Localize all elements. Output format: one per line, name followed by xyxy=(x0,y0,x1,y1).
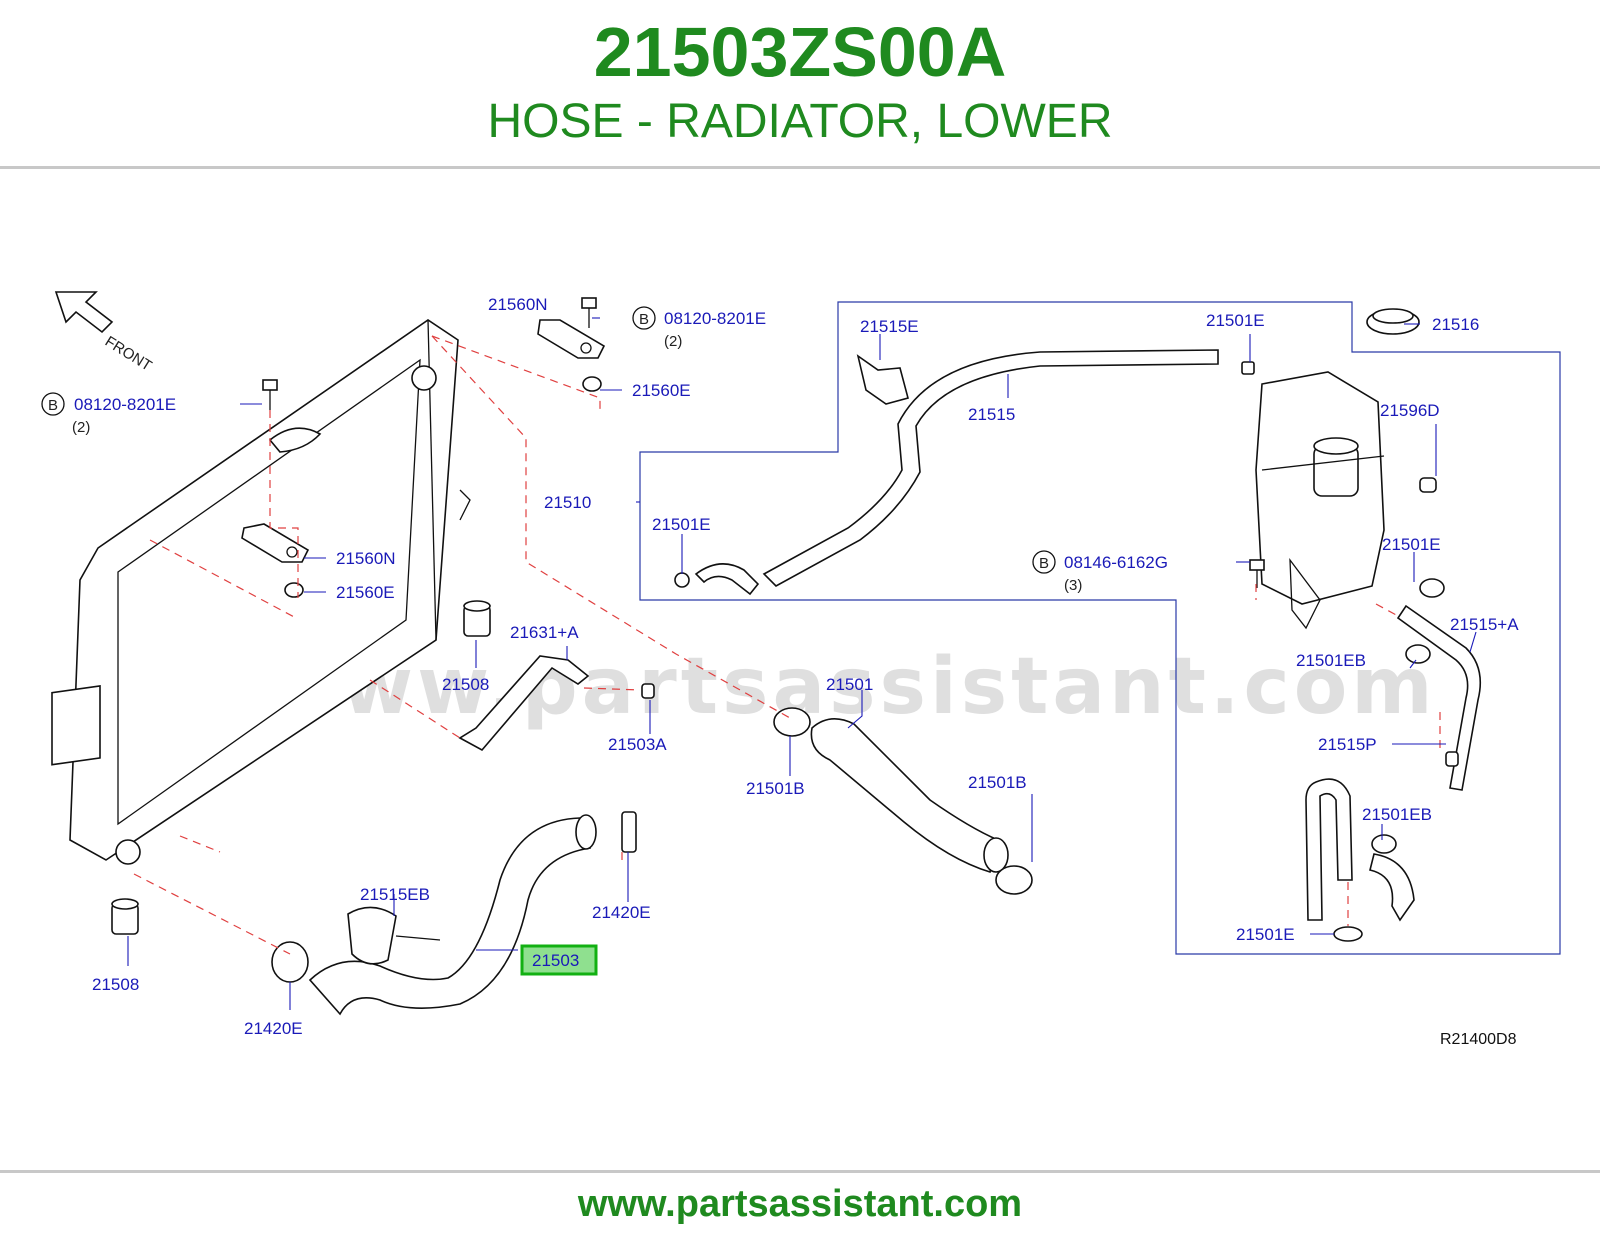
bolt-marker-left-letter: B xyxy=(48,397,58,414)
highlight-box-21503 xyxy=(520,944,598,976)
callout-21515P[interactable]: 21515P xyxy=(1318,735,1377,754)
hose-21501-upper-illustration xyxy=(810,718,1009,874)
bolt-marker-right-letter: B xyxy=(1039,555,1049,572)
cap-21596D-icon xyxy=(1419,477,1437,493)
front-label: FRONT xyxy=(102,333,155,375)
clamp-21515E-icon xyxy=(856,354,909,405)
grommet-21560E-top-icon xyxy=(582,376,602,392)
callout-21501EB-right[interactable]: 21501EB xyxy=(1296,651,1366,670)
callout-08120-qty-top: (2) xyxy=(664,333,682,350)
part-name-subtitle: HOSE - RADIATOR, LOWER xyxy=(487,95,1113,148)
clamp-21501B-right-icon xyxy=(995,865,1033,895)
callout-21501B-right[interactable]: 21501B xyxy=(968,773,1027,792)
callout-21508-top[interactable]: 21508 xyxy=(442,675,489,694)
bolt-08146-icon xyxy=(1249,559,1265,588)
callout-21515[interactable]: 21515 xyxy=(968,405,1015,424)
callout-21515A[interactable]: 21515+A xyxy=(1450,615,1519,634)
callout-21560E-top[interactable]: 21560E xyxy=(632,381,691,400)
callout-21510[interactable]: 21510 xyxy=(544,493,591,512)
footer-website-link[interactable]: www.partsassistant.com xyxy=(577,1183,1023,1225)
callout-21501E-top[interactable]: 21501E xyxy=(1206,311,1265,330)
callout-21508-bottom[interactable]: 21508 xyxy=(92,975,139,994)
hose-21631A-illustration xyxy=(458,655,590,752)
clamp-21515EB-icon xyxy=(347,906,441,965)
clamp-21501EB-right-icon xyxy=(1405,644,1431,664)
watermark-text: www.partsassistant.com xyxy=(265,642,1437,732)
callout-21501[interactable]: 21501 xyxy=(826,675,873,694)
bracket-21560N-mid-illustration xyxy=(241,523,310,563)
clamp-21501EB-low-icon xyxy=(1371,834,1397,854)
callout-21420E-left[interactable]: 21420E xyxy=(244,1019,303,1038)
bolt-left-icon xyxy=(262,379,278,410)
clip-21503A-icon xyxy=(641,683,655,699)
clip-21515P-icon xyxy=(1445,751,1459,767)
reservoir-tank-illustration xyxy=(1255,371,1385,630)
callout-21503-highlighted[interactable]: 21503 xyxy=(532,951,579,970)
mount-21508-bottom-illustration xyxy=(111,898,139,935)
clamp-21501E-right-icon xyxy=(1419,578,1445,598)
callout-21631A[interactable]: 21631+A xyxy=(510,623,579,642)
mount-21508-top-illustration xyxy=(463,600,491,637)
bolt-marker-top-letter: B xyxy=(639,311,649,328)
callout-21501E-bottom[interactable]: 21501E xyxy=(1236,925,1295,944)
bolt-marker-right: B xyxy=(1032,550,1056,574)
callout-21560E-mid[interactable]: 21560E xyxy=(336,583,395,602)
reservoir-group-outline xyxy=(639,301,1561,955)
callout-21515E[interactable]: 21515E xyxy=(860,317,919,336)
callout-21503A[interactable]: 21503A xyxy=(608,735,667,754)
callout-21501E-left[interactable]: 21501E xyxy=(652,515,711,534)
bolt-top-icon xyxy=(581,297,597,328)
clamp-21501B-left-icon xyxy=(773,707,811,737)
callout-21516[interactable]: 21516 xyxy=(1432,315,1479,334)
hose-21503-lower-illustration xyxy=(308,814,597,1016)
parts-diagram: www.partsassistant.com FRONT xyxy=(41,291,1561,1048)
page-header: 21503ZS00A HOSE - RADIATOR, LOWER xyxy=(0,0,1600,168)
hose-21515P-illustration xyxy=(1305,778,1415,922)
clamp-21501E-bottom-icon xyxy=(1333,926,1363,942)
callout-08120-qty-left: (2) xyxy=(72,419,90,436)
callout-08146-6162G[interactable]: 08146-6162G xyxy=(1064,553,1168,572)
diagram-reference-code: R21400D8 xyxy=(1440,1031,1517,1048)
callout-leader-lines xyxy=(127,317,1477,1010)
radiator-illustration xyxy=(51,319,471,865)
callout-21560N-mid[interactable]: 21560N xyxy=(336,549,396,568)
clamp-21501E-top-icon xyxy=(1241,361,1255,375)
callout-08120-8201E-left[interactable]: 08120-8201E xyxy=(74,395,176,414)
hose-21515-illustration xyxy=(694,349,1219,596)
assembly-dashed-lines xyxy=(133,335,1441,955)
callout-08146-qty: (3) xyxy=(1064,577,1082,594)
clamp-21501E-left-icon xyxy=(674,572,690,588)
header-divider xyxy=(0,166,1600,169)
callout-21501B-left[interactable]: 21501B xyxy=(746,779,805,798)
callout-21596D[interactable]: 21596D xyxy=(1380,401,1440,420)
footer-divider xyxy=(0,1170,1600,1173)
front-arrow-icon xyxy=(54,291,114,334)
bolt-marker-left: B xyxy=(41,392,65,416)
hose-21515A-illustration xyxy=(1396,604,1482,791)
callout-21501EB-low[interactable]: 21501EB xyxy=(1362,805,1432,824)
callout-21420E-right[interactable]: 21420E xyxy=(592,903,651,922)
callout-21515EB[interactable]: 21515EB xyxy=(360,885,430,904)
clamp-21420E-right-icon xyxy=(621,811,637,853)
callout-08120-8201E-top[interactable]: 08120-8201E xyxy=(664,309,766,328)
cap-21516-icon xyxy=(1366,308,1420,335)
bracket-21560N-top-illustration xyxy=(537,319,606,359)
callout-21560N-top[interactable]: 21560N xyxy=(488,295,548,314)
callout-21501E-right[interactable]: 21501E xyxy=(1382,535,1441,554)
part-number-title: 21503ZS00A xyxy=(593,13,1007,91)
bolt-marker-top: B xyxy=(632,306,656,330)
grommet-21560E-mid-icon xyxy=(284,582,304,598)
